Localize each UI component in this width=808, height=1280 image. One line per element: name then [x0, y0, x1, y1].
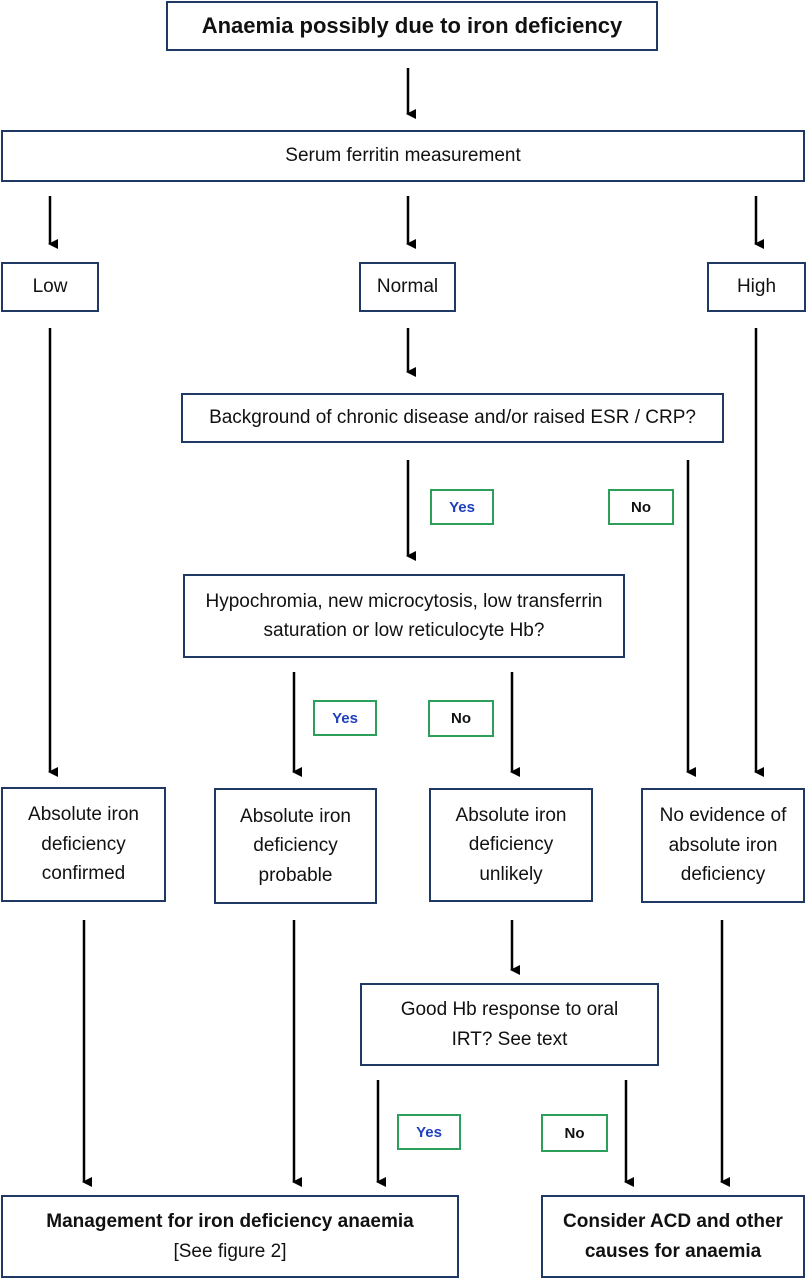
tag-irt-yes-text: Yes [416, 1123, 442, 1141]
tag-hypochromia-yes-text: Yes [332, 709, 358, 727]
tag-hypochromia-yes: Yes [313, 700, 377, 736]
node-acd: Consider ACD and other causes for anaemi… [541, 1195, 805, 1278]
node-start-text: Anaemia possibly due to iron deficiency [201, 12, 623, 38]
node-low-text: Low [32, 276, 68, 298]
node-normal-text: Normal [376, 276, 439, 298]
tag-hypochromia-no-text: No [451, 710, 471, 727]
node-hypochromia: Hypochromia, new microcytosis, low trans… [183, 574, 625, 658]
node-high-text: High [736, 276, 777, 298]
node-hypochromia-text: Hypochromia, new microcytosis, low trans… [205, 590, 603, 641]
node-probable: Absolute iron deficiency probable [214, 788, 377, 904]
tag-irt-no: No [541, 1114, 608, 1152]
tag-chronic-yes: Yes [430, 489, 494, 525]
node-high: High [707, 262, 806, 312]
node-ferritin-text: Serum ferritin measurement [285, 145, 521, 167]
node-low: Low [1, 262, 99, 312]
node-management-note: [See figure 2] [173, 1240, 287, 1262]
node-normal: Normal [359, 262, 456, 312]
node-start: Anaemia possibly due to iron deficiency [166, 1, 658, 51]
node-chronic: Background of chronic disease and/or rai… [181, 393, 724, 443]
node-oral-irt: Good Hb response to oral IRT? See text [360, 983, 659, 1066]
node-no-evidence-text: No evidence of absolute iron deficiency [659, 805, 787, 886]
node-no-evidence: No evidence of absolute iron deficiency [641, 788, 805, 903]
tag-chronic-yes-text: Yes [449, 498, 475, 516]
tag-irt-no-text: No [564, 1124, 585, 1142]
node-management-text: Management for iron deficiency anaemia [46, 1211, 414, 1233]
node-acd-text: Consider ACD and other causes for anaemi… [563, 1211, 783, 1262]
node-unlikely-text: Absolute iron deficiency unlikely [455, 804, 567, 885]
tag-irt-yes: Yes [397, 1114, 461, 1150]
node-ferritin: Serum ferritin measurement [1, 130, 805, 182]
tag-chronic-no: No [608, 489, 674, 525]
node-chronic-text: Background of chronic disease and/or rai… [209, 407, 696, 429]
node-confirmed: Absolute iron deficiency confirmed [1, 787, 166, 902]
node-unlikely: Absolute iron deficiency unlikely [429, 788, 593, 902]
tag-chronic-no-text: No [631, 498, 651, 516]
tag-hypochromia-no: No [428, 700, 494, 737]
node-confirmed-text: Absolute iron deficiency confirmed [28, 804, 139, 885]
node-probable-text: Absolute iron deficiency probable [240, 805, 351, 886]
node-management: Management for iron deficiency anaemia [… [1, 1195, 459, 1278]
node-oral-irt-text: Good Hb response to oral IRT? See text [400, 999, 619, 1050]
